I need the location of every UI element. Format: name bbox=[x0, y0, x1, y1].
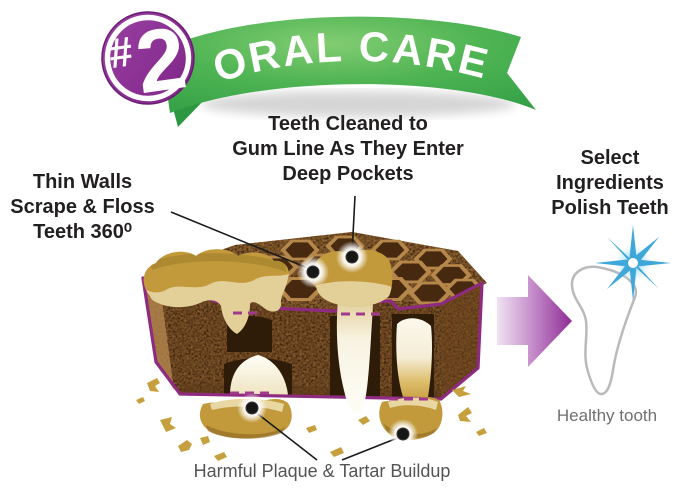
callout-dot bbox=[396, 427, 410, 441]
plaque-tooth-top-left bbox=[143, 249, 289, 334]
callout-dot bbox=[245, 401, 259, 415]
ribbon-shadow bbox=[200, 91, 516, 117]
tooth-middle bbox=[336, 300, 373, 415]
callout-thin-walls: Thin Walls Scrape & Floss Teeth 360⁰ bbox=[10, 171, 155, 243]
callout-line-thin-walls bbox=[170, 211, 311, 270]
callout-select-ingredients: Select Ingredients Polish Teeth bbox=[551, 147, 669, 219]
plaque-flecks bbox=[136, 378, 487, 461]
callout-dot bbox=[345, 250, 359, 264]
label-healthy-tooth: Healthy tooth bbox=[556, 406, 658, 425]
hidden-tooth-dashes bbox=[230, 311, 433, 401]
callout-teeth-cleaned: Teeth Cleaned to Gum Line As They Enter … bbox=[232, 113, 464, 185]
callout-dot bbox=[306, 265, 320, 279]
tooth-bottom-left bbox=[230, 355, 288, 395]
sparkle-icon bbox=[595, 225, 671, 301]
callout-line-plaque-left bbox=[253, 410, 318, 461]
right-arrow-icon bbox=[497, 275, 572, 367]
callout-markers bbox=[170, 195, 418, 461]
callout-dots bbox=[237, 241, 418, 449]
number-2-badge: # 2 bbox=[101, 7, 195, 112]
ribbon-band bbox=[161, 16, 536, 113]
tooth-right bbox=[396, 318, 432, 397]
label-harmful-plaque: Harmful Plaque & Tartar Buildup bbox=[193, 461, 451, 481]
oral-care-ribbon: ORAL CARE # 2 bbox=[101, 7, 536, 127]
healthy-tooth-outline-icon bbox=[570, 265, 638, 396]
chew-left-facet-highlight bbox=[143, 278, 174, 390]
chew-right-facet-shade bbox=[441, 283, 482, 399]
